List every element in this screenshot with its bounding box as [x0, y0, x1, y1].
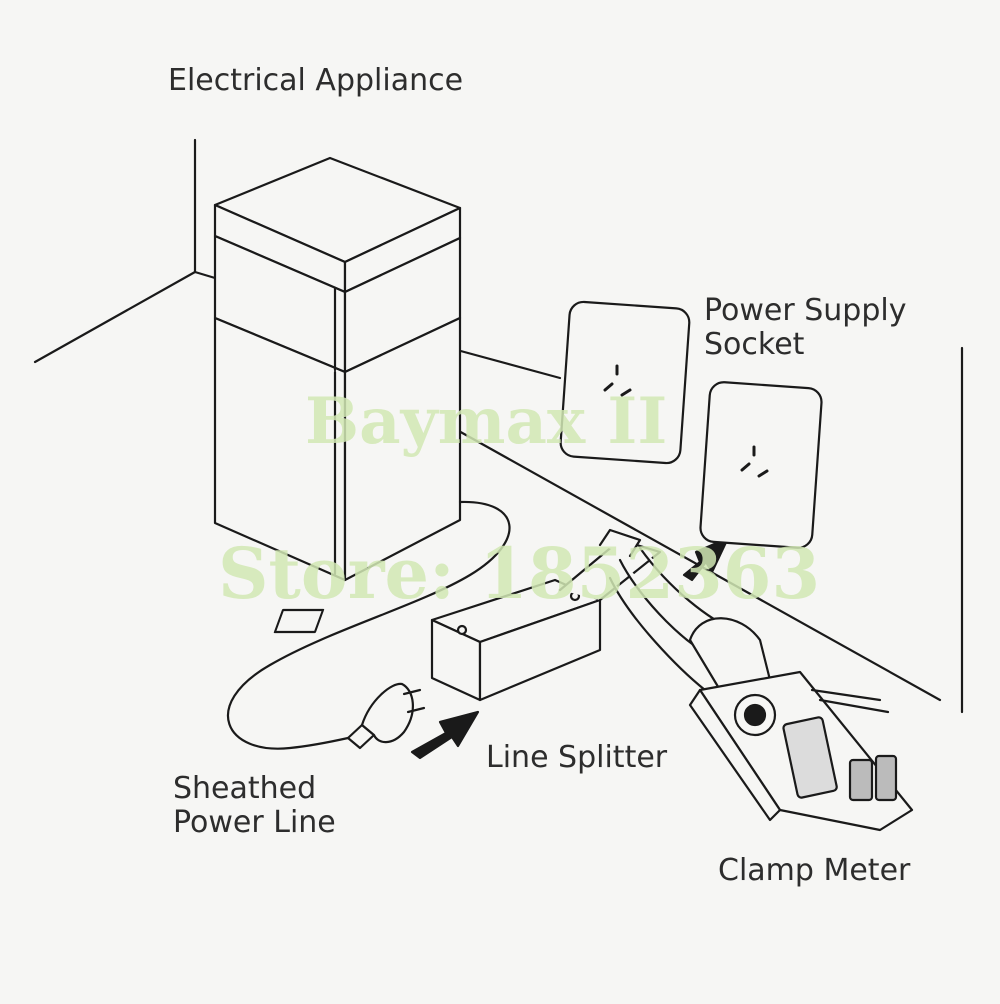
- refrigerator-icon: [213, 156, 462, 582]
- plug-icon: [346, 682, 426, 750]
- line-splitter-icon: [273, 528, 737, 702]
- label-line-splitter: Line Splitter: [486, 740, 668, 775]
- watermark-line1: Baymax II: [305, 384, 668, 459]
- clamp-meter-icon: [688, 617, 914, 832]
- label-power-supply-socket: Power Supply Socket: [704, 293, 907, 362]
- arrow-icon: [410, 536, 730, 760]
- label-clamp-meter: Clamp Meter: [718, 853, 911, 888]
- label-electrical-appliance: Electrical Appliance: [168, 63, 464, 98]
- watermark-line2: Store: 1852363: [218, 532, 821, 615]
- label-sheathed-power-line: Sheathed Power Line: [173, 771, 336, 840]
- wall-socket-icon: [559, 300, 823, 549]
- power-cord: [226, 500, 511, 750]
